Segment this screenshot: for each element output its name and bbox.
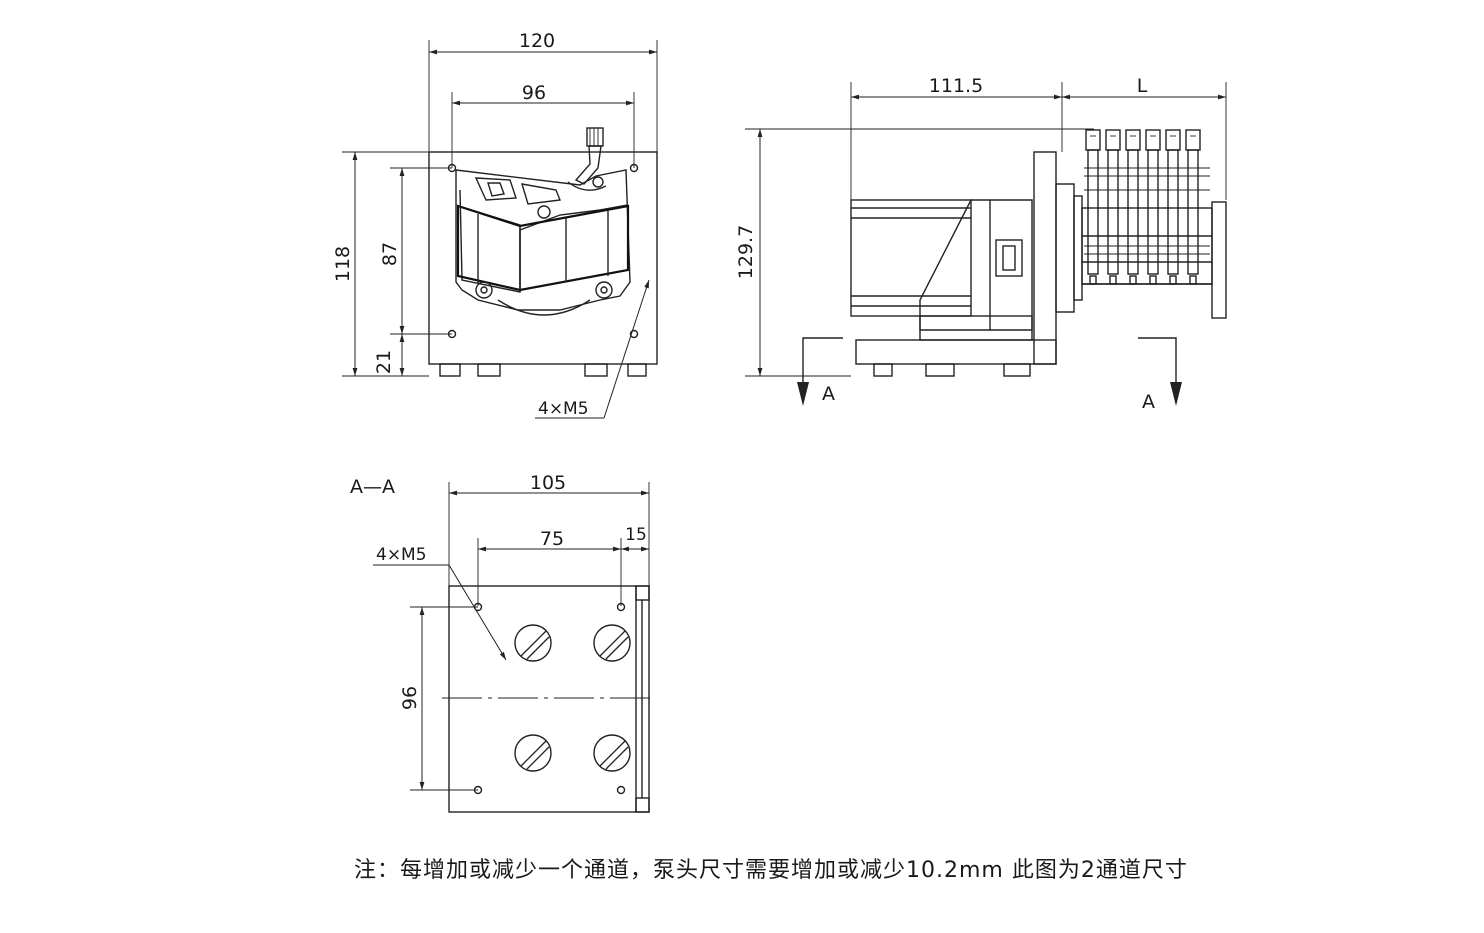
drawing-note: 注：每增加或减少一个通道，泵头尺寸需要增加或减少10.2mm 此图为2通道尺寸: [354, 858, 1188, 883]
section-title: A—A: [350, 476, 395, 498]
front-dim-87: 87: [379, 242, 401, 266]
front-dim-118: 118: [332, 246, 354, 282]
side-dim-L: L: [1137, 75, 1148, 97]
front-view: 120 96: [332, 30, 658, 419]
side-view: 111.5 L 129.7: [735, 75, 1227, 413]
section-mark-right: A: [1142, 391, 1155, 413]
section-dim-15: 15: [625, 525, 647, 545]
section-hole-callout: 4×M5: [376, 545, 427, 565]
front-dim-96: 96: [522, 82, 546, 104]
side-dim-111-5: 111.5: [929, 75, 983, 97]
section-dim-105: 105: [530, 472, 566, 494]
section-mark-left: A: [822, 383, 835, 405]
section-dim-75: 75: [540, 528, 564, 550]
front-hole-callout: 4×M5: [538, 399, 589, 419]
front-dim-21: 21: [373, 350, 395, 374]
section-dim-96: 96: [399, 686, 421, 710]
section-view: A—A 105 75 15: [350, 472, 656, 813]
side-dim-129-7: 129.7: [735, 225, 757, 279]
front-dim-120: 120: [519, 30, 555, 52]
